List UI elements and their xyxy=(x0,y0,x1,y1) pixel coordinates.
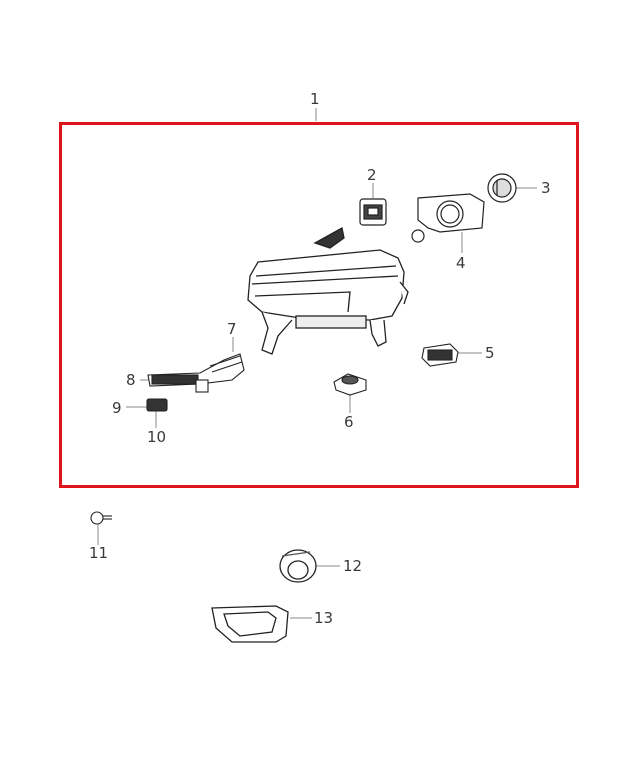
part-4-projector-module xyxy=(411,193,485,243)
callout-11: 11 xyxy=(89,544,109,562)
part-5-control-module xyxy=(421,343,459,367)
callout-7: 7 xyxy=(227,320,237,338)
callout-1: 1 xyxy=(310,90,320,108)
part-8-led-strip xyxy=(147,353,245,393)
callout-8: 8 xyxy=(126,371,136,389)
callout-12: 12 xyxy=(343,557,363,575)
callout-2: 2 xyxy=(367,166,377,184)
part-6-module xyxy=(333,373,367,396)
assembly-group-frame xyxy=(59,122,579,488)
part-12-fog-lamp xyxy=(279,549,317,583)
part-13-fog-bezel xyxy=(211,605,289,643)
callout-4: 4 xyxy=(456,254,466,272)
callout-6: 6 xyxy=(344,413,354,431)
callout-13: 13 xyxy=(314,609,334,627)
part-9-connector xyxy=(146,398,168,412)
callout-5: 5 xyxy=(485,344,495,362)
callout-9: 9 xyxy=(112,399,122,417)
part-3-retaining-ring xyxy=(487,173,517,203)
callout-10: 10 xyxy=(147,428,167,446)
callout-3: 3 xyxy=(541,179,551,197)
part-11-screw xyxy=(90,511,112,525)
part-2-bulb-socket xyxy=(359,198,387,226)
part-1-headlamp-housing xyxy=(247,226,409,355)
